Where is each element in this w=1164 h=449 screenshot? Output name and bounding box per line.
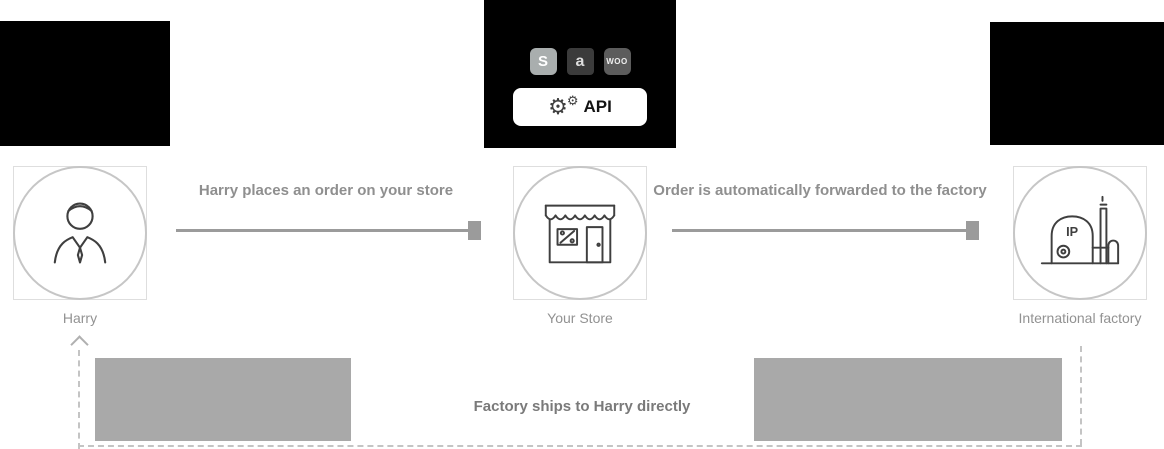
store-node xyxy=(513,166,647,300)
api-badge-label: API xyxy=(583,97,612,116)
forward-arrow-label: Order is automatically forwarded to the … xyxy=(653,182,987,199)
shopify-icon-label: S xyxy=(537,53,548,70)
shopify-icon: S xyxy=(529,48,557,75)
store-icon xyxy=(544,204,616,264)
forward-arrow-line xyxy=(672,229,966,232)
customer-node xyxy=(13,166,147,300)
shipping-image-placeholder-left xyxy=(95,358,351,441)
left-image-placeholder xyxy=(0,21,170,146)
return-path-bottom-line xyxy=(78,445,1082,447)
customer-node-circle xyxy=(13,166,147,300)
woocommerce-icon-label: WOO xyxy=(606,57,628,66)
factory-node: IP xyxy=(1013,166,1147,300)
api-badge: ⚙ ⚙ API xyxy=(513,88,647,126)
factory-label: International factory xyxy=(1018,310,1142,326)
return-path-right-line xyxy=(1080,346,1082,445)
factory-badge: IP xyxy=(1066,224,1079,239)
store-label: Your Store xyxy=(547,310,613,326)
return-path-label: Factory ships to Harry directly xyxy=(473,398,691,415)
integrations-panel: S a WOO ⚙ ⚙ API xyxy=(484,0,676,148)
amazon-icon: a xyxy=(566,48,594,75)
return-path-left-line xyxy=(78,350,80,449)
customer-icon xyxy=(53,202,107,264)
order-arrow-head-icon xyxy=(468,221,481,240)
customer-label: Harry xyxy=(62,310,98,326)
order-arrow-label: Harry places an order on your store xyxy=(198,182,454,199)
factory-node-circle: IP xyxy=(1013,166,1147,300)
woocommerce-icon: WOO xyxy=(603,48,631,75)
platform-icons-row: S a WOO xyxy=(484,48,676,75)
store-node-circle xyxy=(513,166,647,300)
gear-icon-small: ⚙ xyxy=(566,92,579,108)
order-arrow-line xyxy=(176,229,468,232)
forward-arrow-head-icon xyxy=(966,221,979,240)
gear-icon: ⚙ xyxy=(548,94,568,119)
factory-icon: IP xyxy=(1040,195,1120,265)
shipping-image-placeholder-right xyxy=(754,358,1062,441)
right-image-placeholder xyxy=(990,22,1164,145)
amazon-icon-label: a xyxy=(575,52,585,70)
